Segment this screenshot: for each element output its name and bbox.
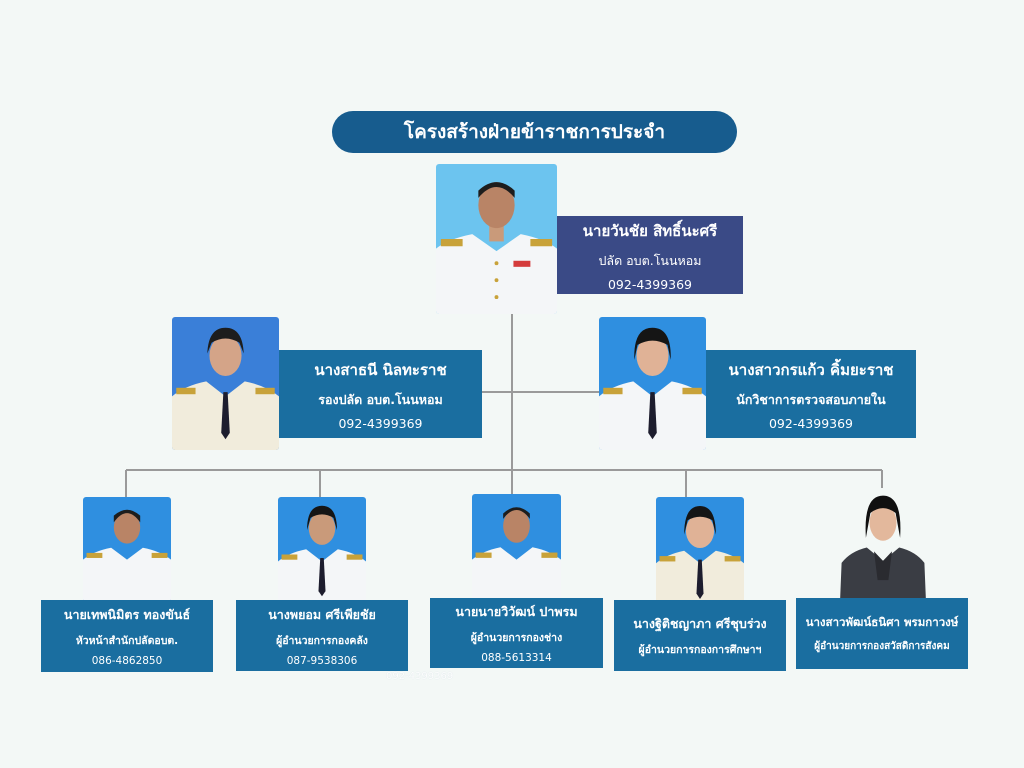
person-name: นางพยอม ศรีเพียชัย <box>268 606 376 622</box>
person-name: นายวันชัย สิทธิ์นะศรี <box>582 221 718 240</box>
person-position: ผู้อำนวยการกองช่าง <box>470 632 563 644</box>
photo-third-5 <box>838 488 928 607</box>
card-third-2: นางพยอม ศรีเพียชัย ผู้อำนวยการกองคลัง 08… <box>236 600 408 671</box>
person-phone: 086-4862850 <box>91 655 163 667</box>
card-second-left: นางสาธนี นิลทะราช รองปลัด อบต.โนนหอม 092… <box>279 350 482 438</box>
person-phone: 087-9538306 <box>286 654 358 667</box>
card-third-4: นางฐิติชญาภา ศรีชุบร่วง ผู้อำนวยการกองกา… <box>614 600 786 671</box>
portrait-icon <box>172 317 279 450</box>
person-name: นางฐิติชญาภา ศรีชุบร่วง <box>633 615 767 631</box>
person-position: รองปลัด อบต.โนนหอม <box>318 391 443 407</box>
card-third-5: นางสาวพัฒน์ธนิศา พรมกาวงษ์ ผู้อำนวยการกอ… <box>796 598 968 669</box>
photo-third-1 <box>83 497 171 602</box>
person-position: ผู้อำนวยการกองคลัง <box>276 634 368 647</box>
portrait-icon <box>83 497 171 602</box>
photo-third-3 <box>472 494 561 604</box>
person-position: หัวหน้าสำนักปลัดอบต. <box>75 635 179 647</box>
person-name: นายนายวิวัฒน์ ปาพรม <box>455 604 578 619</box>
person-position: นักวิชาการตรวจสอบภายใน <box>736 391 886 407</box>
person-position: ผู้อำนวยการกองการศึกษาฯ <box>638 643 762 656</box>
person-name: นางสาธนี นิลทะราช <box>314 360 447 379</box>
card-top: นายวันชัย สิทธิ์นะศรี ปลัด อบต.โนนหอม 09… <box>557 216 743 294</box>
person-name: นางสาวกรแก้ว คิ้มยะราช <box>728 360 894 379</box>
photo-top <box>436 164 557 314</box>
person-position: ผู้อำนวยการกองสวัสดิการสังคม <box>814 640 950 652</box>
photo-third-2 <box>278 497 366 605</box>
card-third-3: นายนายวิวัฒน์ ปาพรม ผู้อำนวยการกองช่าง 0… <box>430 598 603 668</box>
chart-title: โครงสร้างฝ่ายข้าราชการประจำ <box>332 111 737 153</box>
photo-second-right <box>599 317 706 450</box>
portrait-icon <box>656 497 744 608</box>
person-position: ปลัด อบต.โนนหอม <box>598 252 702 268</box>
portrait-icon <box>838 488 928 607</box>
portrait-icon <box>472 494 561 604</box>
portrait-icon <box>278 497 366 605</box>
faint-phone-text: 092-4399369 <box>386 671 454 682</box>
person-name: นายเทพนิมิตร ทองขันธ์ <box>63 607 191 622</box>
person-name: นางสาวพัฒน์ธนิศา พรมกาวงษ์ <box>805 614 959 629</box>
person-phone: 092-4399369 <box>768 415 854 431</box>
portrait-icon <box>599 317 706 450</box>
person-phone: 092-4399369 <box>607 276 693 292</box>
card-second-right: นางสาวกรแก้ว คิ้มยะราช นักวิชาการตรวจสอบ… <box>706 350 916 438</box>
person-phone: 092-4399369 <box>338 415 423 431</box>
person-phone: 088-5613314 <box>481 652 552 664</box>
portrait-icon <box>436 164 557 314</box>
card-third-1: นายเทพนิมิตร ทองขันธ์ หัวหน้าสำนักปลัดอบ… <box>41 600 213 672</box>
photo-second-left <box>172 317 279 450</box>
photo-third-4 <box>656 497 744 608</box>
